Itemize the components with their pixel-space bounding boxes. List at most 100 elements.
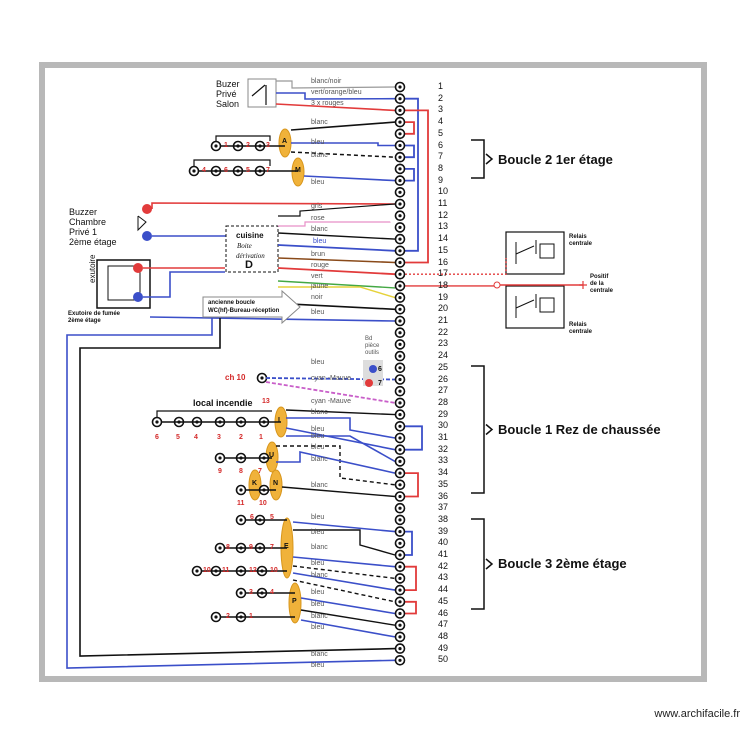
terminal-center [398, 576, 402, 581]
positif-node [493, 281, 501, 289]
bd-line-2: pièce [365, 343, 380, 349]
detector-label-M: M [295, 167, 301, 174]
terminal-number: 45 [438, 595, 449, 606]
detector-K [248, 469, 262, 501]
terminal-number: 15 [438, 244, 449, 255]
box-d-label: D [245, 259, 253, 271]
terminal-center [195, 569, 199, 573]
exutoire-caption: Exutoire de fumée 2ème étage [68, 311, 120, 325]
terminal-center [239, 488, 243, 492]
terminal-number: 33 [438, 455, 449, 466]
detector-label-K: K [252, 480, 258, 487]
positif-line-1: Positif [590, 274, 609, 280]
wire-b1-blanc-2 [276, 445, 396, 486]
wire-red-return-3-16 [405, 109, 429, 264]
terminal-center [398, 424, 402, 428]
terminal-center [398, 190, 402, 194]
wire-bleu-3 [277, 244, 396, 252]
point-number: 3 [266, 142, 270, 149]
buzer-line-3: Salon [216, 99, 240, 109]
terminal-center [214, 144, 218, 148]
terminal-number: 19 [438, 291, 449, 302]
wire-label-bleu-8: bleu [311, 444, 325, 451]
wire-label-blanc-9: blanc [311, 613, 328, 620]
terminal-number: 37 [438, 502, 449, 513]
wire-b2-blanc-1 [290, 121, 396, 131]
wire-b2-blanc-2 [290, 151, 396, 158]
terminal-number: 35 [438, 478, 449, 489]
wire-gris [278, 203, 396, 217]
relais-bottom-switch [515, 299, 535, 309]
point-number: 12 [249, 567, 257, 574]
wire-b3-jump-42-44 [405, 565, 417, 591]
terminal-number: 38 [438, 513, 449, 524]
wire-label-rouges3: 3 x rouges [311, 100, 344, 107]
point-number: 8 [226, 544, 230, 551]
terminal-number: 25 [438, 361, 449, 372]
wire-label-blanc-4: blanc [311, 409, 328, 416]
wire-b1-bleu-2 [285, 427, 396, 451]
wire-b3-bleu-5 [300, 619, 396, 638]
point-number: 6 [378, 366, 382, 373]
wire-rouge [277, 267, 396, 276]
terminal-center [398, 647, 402, 651]
terminal-number: 9 [438, 174, 444, 185]
point-number: 7 [270, 544, 274, 551]
buzzer-chambre-blue [142, 231, 152, 241]
buzzer-chambre-label: Buzzer Chambre Privé 1 2ème étage [69, 207, 117, 247]
wire-label-blanc-5: blanc [311, 456, 328, 463]
wire-vert [277, 280, 396, 289]
wire-label-bleu-5: bleu [311, 359, 325, 366]
wire-b1-blanc-3 [281, 486, 396, 498]
terminal-number: 13 [438, 221, 449, 232]
point-number: 6 [224, 167, 228, 174]
terminal-center [398, 225, 402, 229]
terminal-number: 48 [438, 630, 449, 641]
positif-label: Positif de la centrale [590, 274, 613, 295]
wire-label-blanc-noir: blanc/noir [311, 78, 342, 85]
terminal-number: 49 [438, 642, 449, 653]
wire-blue-return-2-15 [405, 97, 419, 252]
point-number: 1 [259, 434, 263, 441]
point-number: 7 [266, 167, 270, 174]
terminal-center [398, 413, 402, 417]
point-number: 2 [246, 142, 250, 149]
wire-b3-blanc-1 [293, 529, 396, 556]
terminal-number: 21 [438, 315, 449, 325]
detector-label-U: U [269, 452, 275, 459]
buzzer-chambre-switch [137, 215, 147, 232]
buzer-line-2: Privé [216, 89, 237, 99]
detector-label-E: E [284, 543, 289, 550]
terminal-center [398, 319, 402, 323]
wire-b1-blanc [285, 409, 396, 416]
terminal-number: 50 [438, 654, 449, 665]
terminal-number: 7 [438, 151, 444, 162]
point-number: 1 [249, 613, 253, 620]
terminal-number: 31 [438, 432, 449, 442]
point-number: 5 [176, 434, 180, 441]
terminal-center [398, 623, 402, 627]
wire-label-brun: brun [311, 251, 326, 258]
terminal-center [398, 342, 402, 346]
wire-label-rose: rose [311, 215, 325, 222]
point-number: 10 [259, 500, 267, 507]
detector-label-I: I [278, 417, 280, 424]
wire-label-bleu-7: bleu [311, 433, 325, 440]
terminal-center [398, 588, 402, 592]
wire-label-cyan2: cyan -Mauve [311, 398, 352, 405]
point-number: 10 [203, 567, 211, 574]
terminal-number: 8 [438, 162, 444, 173]
terminal-number: 20 [438, 303, 449, 314]
wire-label-blanc-8: blanc [311, 572, 328, 579]
relais-bottom-coil [539, 297, 555, 313]
terminal-center [398, 214, 402, 218]
wire-b2-bleu-1 [291, 142, 395, 147]
terminal-number: 44 [438, 584, 449, 595]
wire-left-black-loop [79, 318, 396, 657]
terminal-center [398, 143, 402, 148]
positif-plus [579, 281, 587, 289]
wire-label-bleu-13: bleu [311, 601, 325, 608]
terminal-number: 3 [438, 104, 444, 115]
boucle-2-brace-arrow [485, 153, 494, 165]
